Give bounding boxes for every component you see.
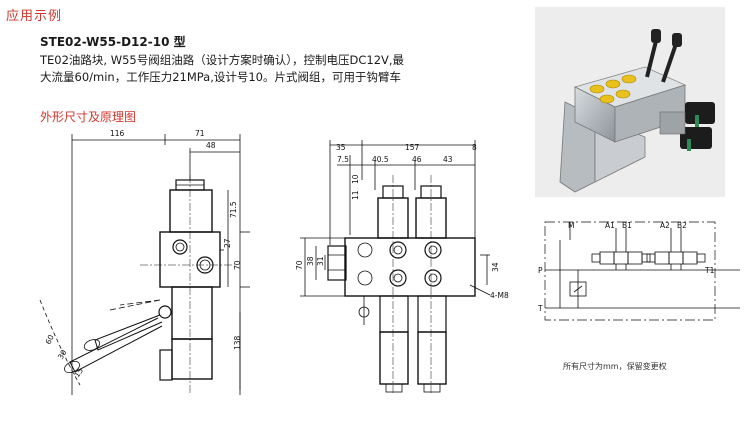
port-m: M (568, 221, 574, 230)
dim-35: 35 (336, 143, 346, 152)
dim-46: 46 (412, 155, 422, 164)
dim-60: 60 (44, 333, 56, 346)
model-name: STE02-W55-D12-10 型 (40, 35, 186, 49)
dim-71: 71 (195, 129, 205, 138)
dim-70-front: 70 (295, 260, 304, 270)
port-p: P (538, 266, 543, 275)
description-line-2: 大流量60/min，工作压力21MPa,设计号10。片式阀组，可用于钩臂车 (40, 70, 402, 84)
dim-27: 27 (223, 238, 232, 248)
dim-138: 138 (233, 335, 242, 350)
dim-40-5: 40.5 (372, 155, 389, 164)
port-t1: T1 (704, 266, 715, 275)
dim-31: 31 (316, 256, 325, 266)
drawing-title: 外形尺寸及原理图 (40, 110, 137, 124)
dim-43: 43 (443, 155, 453, 164)
port-b1: B1 (622, 221, 632, 230)
description-line-1: TE02油路块, W55号阀组油路（设计方案时确认），控制电压DC12V,最 (40, 53, 405, 67)
dim-30: 30 (56, 348, 69, 361)
dim-8: 8 (472, 143, 477, 152)
dim-157: 157 (405, 143, 420, 152)
port-b2: B2 (677, 221, 687, 230)
dim-34: 34 (491, 262, 500, 272)
dim-116: 116 (110, 129, 125, 138)
section-title: 应用示例 (6, 9, 63, 24)
dim-70-side: 70 (233, 260, 242, 270)
port-a1: A1 (605, 221, 615, 230)
port-t: T (537, 304, 543, 313)
dim-38: 38 (306, 256, 315, 266)
description: TE02油路块, W55号阀组油路（设计方案时确认），控制电压DC12V,最 大… (40, 52, 510, 86)
dim-4-m8: 4-M8 (490, 291, 509, 300)
dim-11: 11 (351, 190, 360, 200)
dim-48: 48 (206, 141, 216, 150)
dim-10: 10 (351, 174, 360, 184)
port-a2: A2 (660, 221, 670, 230)
dim-71-5: 71.5 (229, 201, 238, 218)
dim-7-5: 7.5 (337, 155, 349, 164)
product-photo (535, 7, 725, 197)
footer-note: 所有尺寸为mm，保留变更权 (563, 362, 667, 371)
